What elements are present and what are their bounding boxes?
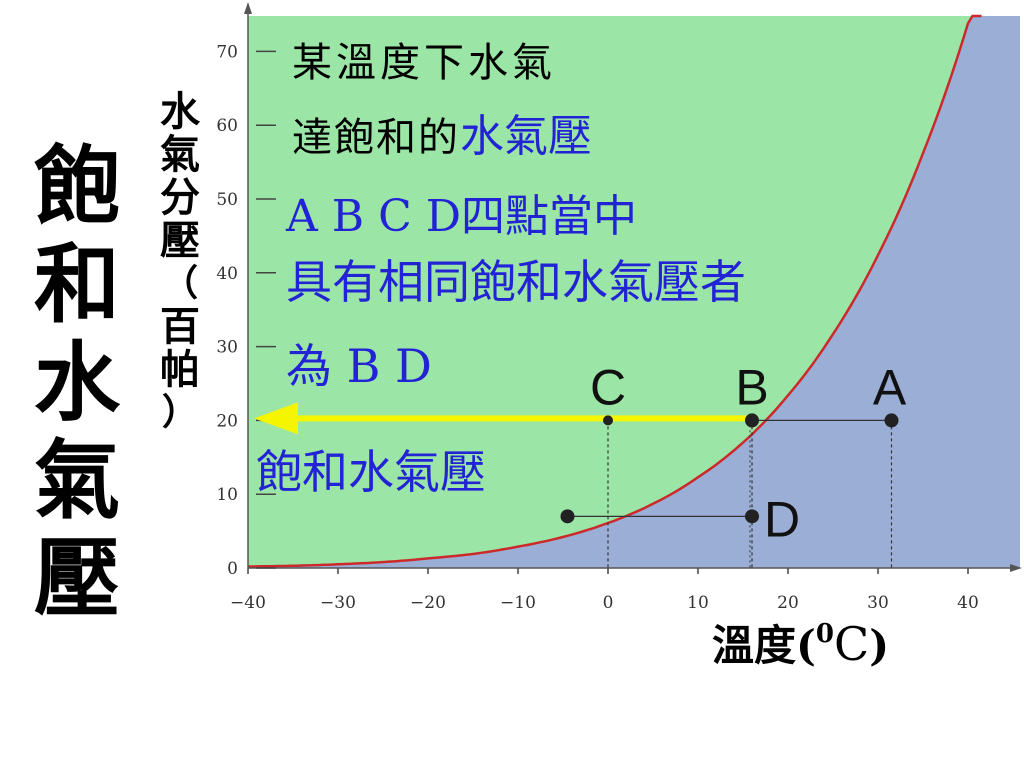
arrow-head [254, 402, 298, 435]
point-c-label: C [590, 359, 626, 415]
y-tick-label: 10 [216, 485, 238, 505]
y-tick-label: 20 [216, 411, 238, 431]
arrow-label: 飽和水氣壓 [256, 445, 486, 499]
annotation-line-3: A B C D四點當中 [286, 191, 638, 242]
xlabel-text: 溫度 [712, 621, 797, 670]
annotation-line-4: 具有相同飽和水氣壓者 [286, 255, 746, 309]
title-char: 壓 [34, 528, 120, 629]
x-tick-label: −20 [410, 593, 446, 613]
ylabel-char: 帕 [160, 346, 200, 393]
x-axis-label: 溫度(0C) [712, 612, 889, 673]
point-d-label: D [764, 491, 800, 547]
ylabel-char: ） [161, 391, 198, 433]
guide-lines [567, 419, 893, 568]
unsaturated-region [248, 16, 1020, 568]
ylabel-char: 百 [160, 303, 200, 350]
point-a-label: A [873, 359, 907, 415]
y-tick-label: 70 [216, 42, 238, 62]
y-tick-label: 30 [216, 338, 238, 358]
title-char: 飽 [34, 136, 120, 237]
saturation-arrow [254, 402, 752, 435]
title-char: 水 [34, 332, 120, 433]
xlabel-paren-open: ( [796, 621, 816, 670]
connector-start-dot [560, 509, 575, 524]
point-a-dot [884, 413, 899, 428]
ylabel-char: （ [161, 262, 198, 304]
y-tick-label: 60 [216, 116, 238, 136]
point-b-label: B [735, 359, 768, 415]
xlabel-unit-degree: 0 [815, 619, 834, 649]
point-d-dot [745, 509, 759, 524]
ylabel-char: 氣 [160, 131, 200, 178]
x-tick-label: −30 [320, 593, 356, 613]
x-tick-label: 20 [777, 593, 799, 613]
y-tick-label: 50 [216, 190, 238, 210]
annotation-line-1: 某溫度下水氣 [292, 40, 556, 86]
annotation-line-2-prefix: 達飽和的 [292, 115, 460, 161]
ylabel-char: 水 [160, 88, 200, 135]
xlabel-unit-letter: C [833, 617, 870, 671]
point-c-dot [603, 415, 613, 426]
x-tick-label: 10 [687, 593, 709, 613]
title-char: 氣 [34, 430, 120, 531]
x-axis-arrowhead [1010, 564, 1022, 572]
y-axis-arrowhead [244, 2, 252, 14]
saturated-region [248, 16, 1020, 568]
point-b-dot [745, 413, 759, 428]
ylabel-char: 分 [160, 174, 200, 221]
y-tick-label: 40 [216, 264, 238, 284]
annotation-line-5: 為 B D [286, 339, 432, 393]
x-tick-label: 40 [957, 593, 979, 613]
x-tick-label: −10 [500, 593, 536, 613]
y-tick-label: 0 [227, 559, 238, 579]
annotation-line-2: 達飽和的水氣壓 [292, 100, 592, 164]
x-tick-label: 0 [603, 593, 614, 613]
xlabel-paren-close: ) [869, 621, 890, 670]
saturation-curve [248, 14, 982, 568]
axes: 0 10 20 30 40 50 60 70 −40 −30 −20 −10 0 10 20 30 40 [216, 2, 1022, 613]
x-tick-label: −40 [230, 593, 266, 613]
title-char: 和 [34, 234, 120, 335]
data-points: A B C D [560, 359, 907, 547]
ylabel-char: 壓 [160, 217, 200, 264]
annotation-line-2-highlight: 水氣壓 [460, 111, 592, 162]
x-tick-label: 30 [867, 593, 889, 613]
slide-title: 飽 和 水 氣 壓 [22, 138, 132, 628]
y-axis-label: 水 氣 分 壓 （ 百 帕 ） [150, 90, 210, 434]
